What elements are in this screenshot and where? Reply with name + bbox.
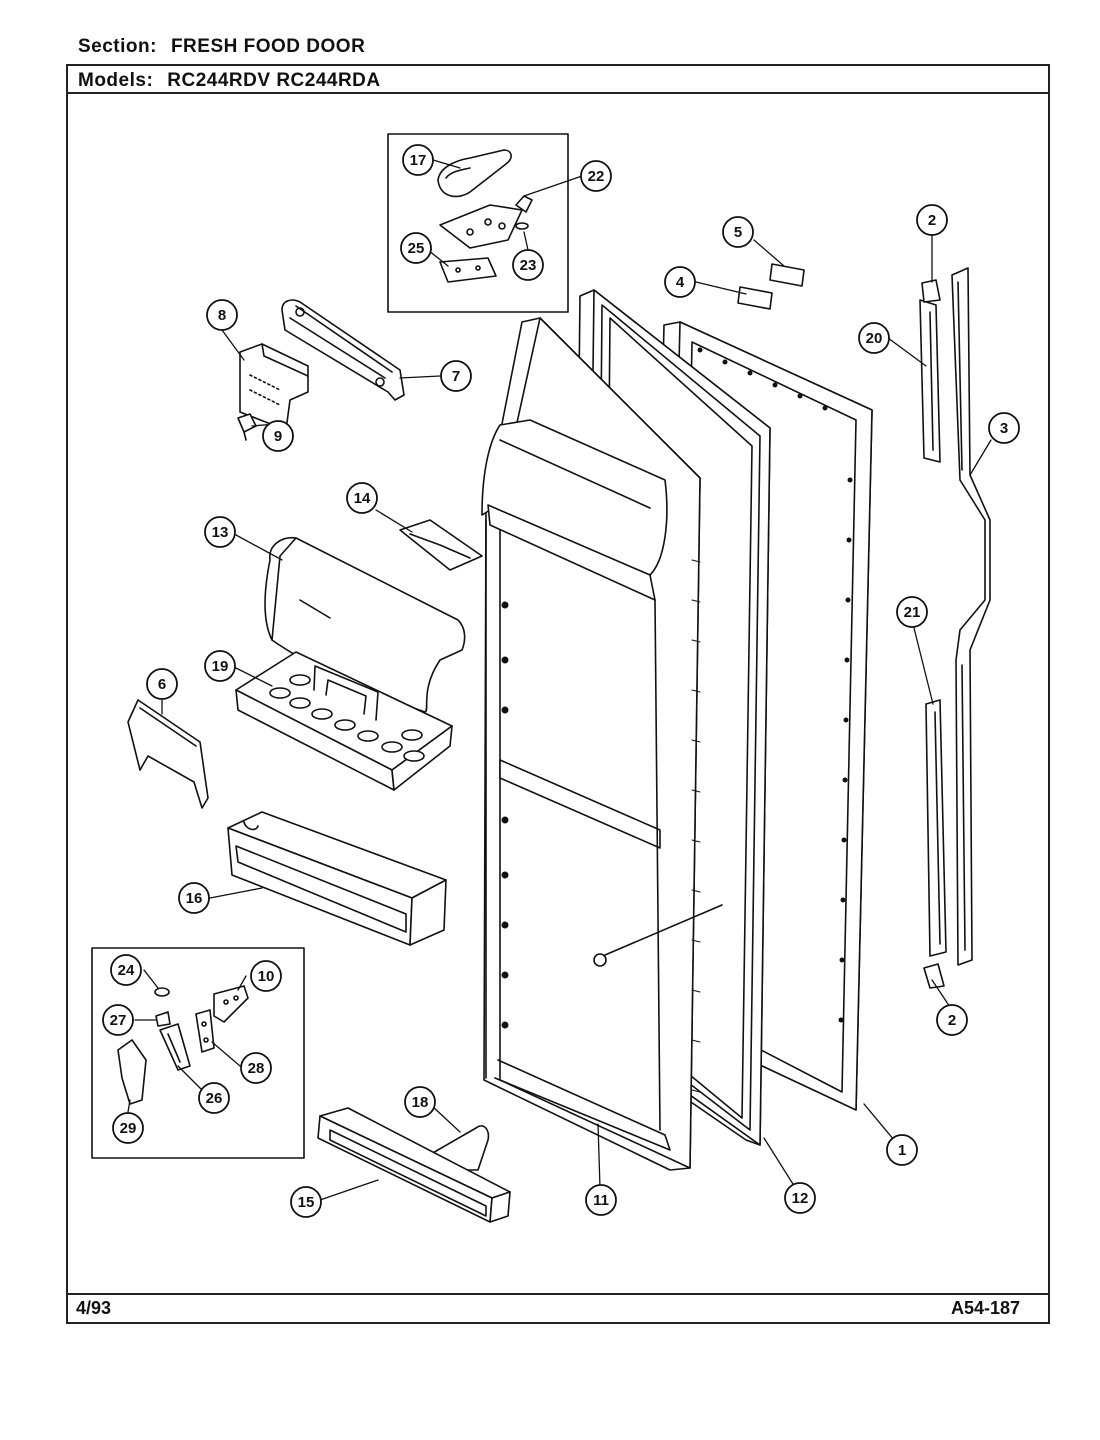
- callout-22: 22: [580, 160, 612, 192]
- section-heading: Section: FRESH FOOD DOOR: [78, 36, 365, 58]
- callout-6: 6: [146, 668, 178, 700]
- callout-12: 12: [784, 1182, 816, 1214]
- callout-28: 28: [240, 1052, 272, 1084]
- svg-text:8: 8: [218, 307, 226, 324]
- part-door-handle-trim: [951, 267, 991, 966]
- callout-10: 10: [250, 960, 282, 992]
- callout-27: 27: [102, 1004, 134, 1036]
- callout-5: 5: [722, 216, 754, 248]
- callout-7: 7: [440, 360, 472, 392]
- callout-13: 13: [204, 516, 236, 548]
- svg-text:5: 5: [734, 224, 742, 241]
- section-value: FRESH FOOD DOOR: [170, 36, 366, 57]
- svg-text:24: 24: [118, 962, 135, 979]
- part-bottom-bin: [317, 1107, 511, 1223]
- callout-18: 18: [404, 1086, 436, 1118]
- part-retainer-bar: [127, 699, 209, 809]
- diagram-frame: [66, 64, 1050, 1324]
- callout-3: 3: [988, 412, 1020, 444]
- svg-text:27: 27: [110, 1012, 127, 1029]
- svg-text:2: 2: [948, 1012, 956, 1029]
- callout-1: 1: [886, 1134, 918, 1166]
- callout-19: 19: [204, 650, 236, 682]
- svg-text:16: 16: [186, 890, 203, 907]
- part-small-tray: [399, 519, 483, 571]
- svg-text:26: 26: [206, 1090, 223, 1107]
- models-label: Models:: [78, 70, 154, 91]
- callouts: 17 22 25 23 5 4 2 20 3 21 2 1 12 11 8 7 …: [102, 144, 1020, 1218]
- svg-text:7: 7: [452, 368, 460, 385]
- callout-23: 23: [512, 249, 544, 281]
- callout-17: 17: [402, 144, 434, 176]
- callout-21: 21: [896, 596, 928, 628]
- svg-text:20: 20: [866, 330, 883, 347]
- callout-16: 16: [178, 882, 210, 914]
- part-lower-trim-strip: [923, 699, 947, 989]
- section-label: Section:: [78, 36, 157, 57]
- part-small-pads: [737, 263, 805, 310]
- svg-text:4: 4: [676, 274, 685, 291]
- svg-text:10: 10: [258, 968, 275, 985]
- svg-text:1: 1: [898, 1142, 906, 1159]
- callout-2-lower: 2: [936, 1004, 968, 1036]
- svg-text:9: 9: [274, 428, 282, 445]
- part-egg-tray: [235, 651, 453, 791]
- callout-26: 26: [198, 1082, 230, 1114]
- svg-text:28: 28: [248, 1060, 265, 1077]
- footer-drawing-code: A54-187: [950, 1298, 1020, 1318]
- footer-date: 4/93: [76, 1298, 112, 1318]
- part-dairy-compartment-door: [264, 536, 466, 713]
- part-door-liner: [481, 317, 723, 1171]
- svg-text:21: 21: [904, 604, 921, 621]
- callout-2-upper: 2: [916, 204, 948, 236]
- leader-lines: [127, 159, 992, 1201]
- models-value: RC244RDV RC244RDA: [167, 70, 381, 91]
- svg-text:23: 23: [520, 257, 537, 274]
- callout-15: 15: [290, 1186, 322, 1218]
- part-door-bin: [227, 811, 447, 946]
- svg-text:18: 18: [412, 1094, 429, 1111]
- models-rule: [66, 92, 1050, 94]
- callout-20: 20: [858, 322, 890, 354]
- svg-text:11: 11: [593, 1192, 609, 1209]
- svg-text:29: 29: [120, 1120, 137, 1137]
- callout-25: 25: [400, 232, 432, 264]
- svg-text:2: 2: [928, 212, 936, 229]
- callout-29: 29: [112, 1112, 144, 1144]
- svg-text:13: 13: [212, 524, 229, 541]
- footer-rule: [66, 1293, 1050, 1295]
- svg-text:19: 19: [212, 658, 229, 675]
- svg-text:17: 17: [410, 152, 427, 169]
- upper-hinge-inset: [387, 133, 569, 313]
- callout-14: 14: [346, 482, 378, 514]
- models-heading: Models: RC244RDV RC244RDA: [78, 70, 381, 92]
- svg-text:3: 3: [1000, 420, 1008, 437]
- callout-11: 11: [585, 1184, 617, 1216]
- callout-9: 9: [262, 420, 294, 452]
- svg-text:12: 12: [792, 1190, 809, 1207]
- part-hinge-arm: [281, 299, 405, 401]
- callout-8: 8: [206, 299, 238, 331]
- svg-text:25: 25: [408, 240, 425, 257]
- svg-text:14: 14: [354, 490, 371, 507]
- callout-24: 24: [110, 954, 142, 986]
- svg-text:6: 6: [158, 676, 166, 693]
- part-upper-trim-strip: [919, 279, 941, 463]
- callout-4: 4: [664, 266, 696, 298]
- svg-text:15: 15: [298, 1194, 315, 1211]
- svg-text:22: 22: [588, 168, 605, 185]
